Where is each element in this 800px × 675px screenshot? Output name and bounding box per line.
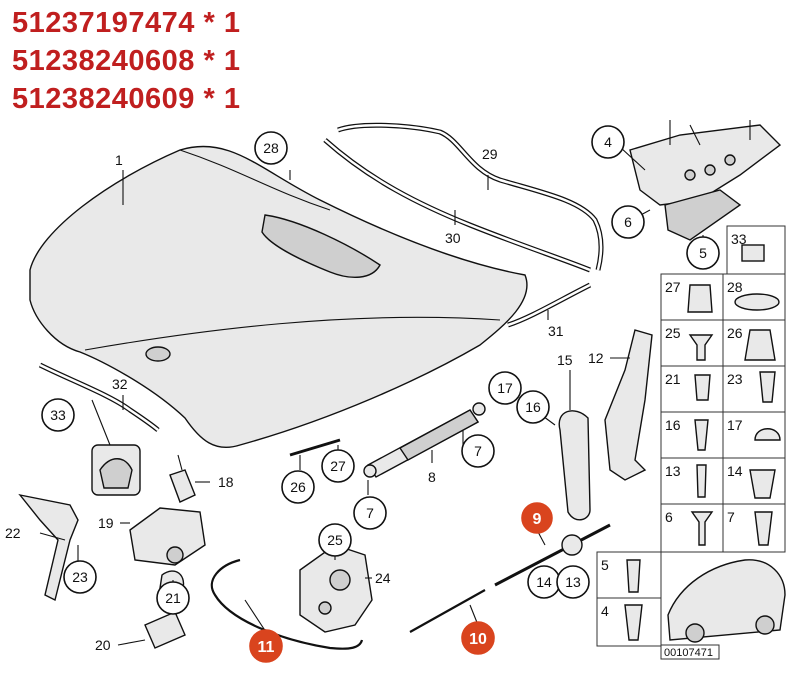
callout-15: 15 [557, 352, 573, 368]
svg-text:7: 7 [474, 443, 482, 459]
small-parts-grid: 00107471 [596, 225, 786, 660]
svg-text:7: 7 [366, 505, 374, 521]
callout-7-upper: 7 [461, 434, 495, 468]
svg-text:13: 13 [565, 574, 581, 590]
hood-support-brackets [558, 329, 653, 521]
callout-16: 16 [516, 390, 550, 424]
svg-text:14: 14 [536, 574, 552, 590]
svg-text:6: 6 [624, 214, 632, 230]
callout-19: 19 [98, 515, 114, 531]
svg-text:25: 25 [327, 532, 343, 548]
callout-9: 9 [521, 502, 553, 534]
callout-17: 17 [488, 371, 522, 405]
callout-5: 5 [686, 236, 720, 270]
grid-label-13: 13 [665, 463, 681, 479]
callout-27: 27 [321, 449, 355, 483]
callout-22: 22 [5, 525, 21, 541]
svg-text:23: 23 [72, 569, 88, 585]
callout-8: 8 [428, 469, 436, 485]
svg-text:26: 26 [290, 479, 306, 495]
callout-7-lower: 7 [353, 496, 387, 530]
svg-text:11: 11 [258, 639, 275, 656]
front-seal [38, 362, 160, 496]
svg-text:9: 9 [533, 511, 542, 528]
callout-18: 18 [218, 474, 234, 490]
grid-label-7: 7 [727, 509, 735, 525]
svg-text:28: 28 [263, 140, 279, 156]
callout-6: 6 [611, 205, 645, 239]
grid-label-17: 17 [727, 417, 743, 433]
grid-label-4: 4 [601, 603, 609, 619]
callout-12: 12 [588, 350, 604, 366]
callout-28: 28 [254, 131, 288, 165]
callout-25: 25 [318, 523, 352, 557]
grid-label-5: 5 [601, 557, 609, 573]
svg-text:4: 4 [604, 134, 612, 150]
svg-text:17: 17 [497, 380, 513, 396]
grid-label-25: 25 [665, 325, 681, 341]
callout-4: 4 [591, 125, 625, 159]
grid-label-33: 33 [731, 231, 747, 247]
callout-24: 24 [375, 570, 391, 586]
callout-11: 11 [249, 629, 283, 663]
grid-label-14: 14 [727, 463, 743, 479]
hood-lock [299, 544, 373, 633]
grid-label-27: 27 [665, 279, 681, 295]
callout-14: 14 [527, 565, 561, 599]
part-number-3: 51238240609 * 1 [12, 83, 241, 115]
callout-21: 21 [156, 581, 190, 615]
callout-32: 32 [112, 376, 128, 392]
callout-26: 26 [281, 470, 315, 504]
callout-31: 31 [548, 323, 564, 339]
diagram-code: 00107471 [664, 647, 713, 659]
gas-strut [289, 402, 486, 478]
callout-30: 30 [445, 230, 461, 246]
callout-20: 20 [95, 637, 111, 653]
callout-23: 23 [63, 560, 97, 594]
callout-13: 13 [556, 565, 590, 599]
grid-label-6: 6 [665, 509, 673, 525]
bowden-cables [210, 523, 611, 650]
svg-text:33: 33 [50, 407, 66, 423]
svg-text:5: 5 [699, 245, 707, 261]
callout-29: 29 [482, 146, 498, 162]
part-number-1: 51237197474 * 1 [12, 7, 241, 39]
grid-label-28: 28 [727, 279, 743, 295]
hinge-assembly [629, 120, 782, 241]
seal-strips [323, 122, 604, 328]
callout-33: 33 [41, 398, 75, 432]
part-number-2: 51238240608 * 1 [12, 45, 241, 77]
grid-label-21: 21 [665, 371, 681, 387]
grid-label-23: 23 [727, 371, 743, 387]
grid-label-26: 26 [727, 325, 743, 341]
svg-text:21: 21 [165, 590, 181, 606]
svg-text:10: 10 [469, 631, 487, 648]
svg-text:16: 16 [525, 399, 541, 415]
grid-label-16: 16 [665, 417, 681, 433]
svg-text:27: 27 [330, 458, 346, 474]
callout-10: 10 [461, 621, 495, 655]
callout-1: 1 [115, 152, 123, 168]
bonnet-hood [29, 145, 528, 449]
